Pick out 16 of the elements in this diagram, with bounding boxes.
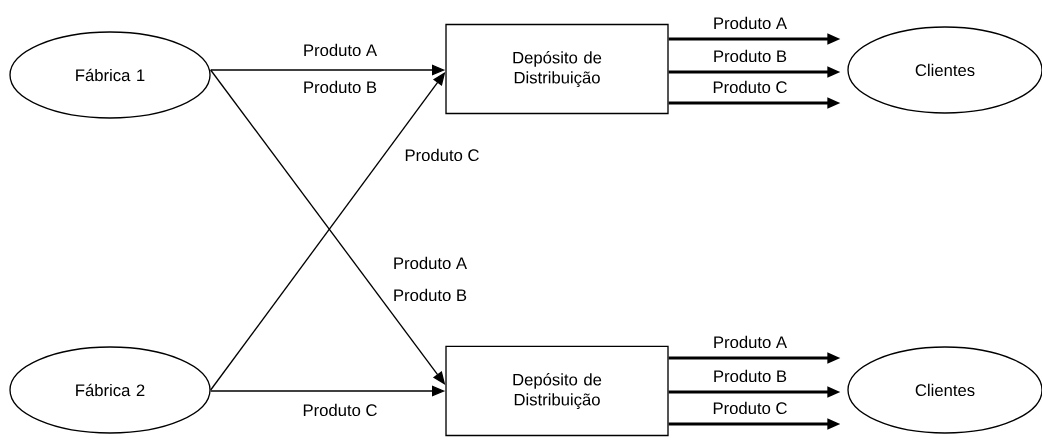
edge-label: Produto B bbox=[711, 368, 789, 384]
label: Produto B bbox=[391, 287, 469, 303]
process-box: Depósito de Distribuição bbox=[445, 345, 669, 437]
edge-label: Produto A bbox=[711, 15, 789, 31]
edge-label: Produto C bbox=[301, 402, 379, 418]
edge-label: Produto C bbox=[711, 79, 789, 95]
edge-label: Produto A bbox=[391, 255, 469, 271]
process-box: Depósito de Distribuição bbox=[445, 23, 669, 115]
label: Produto B bbox=[301, 79, 379, 95]
edge-label: Produto C bbox=[403, 147, 481, 163]
edge-label: Produto A bbox=[711, 334, 789, 350]
ellipse-node: Fábrica 2 bbox=[9, 346, 211, 434]
edge-label: Produto B bbox=[711, 48, 789, 64]
edge-label: Produto A bbox=[301, 42, 379, 58]
edge-label: Produto C bbox=[711, 400, 789, 416]
ellipse-node: Fábrica 1 bbox=[9, 31, 211, 119]
